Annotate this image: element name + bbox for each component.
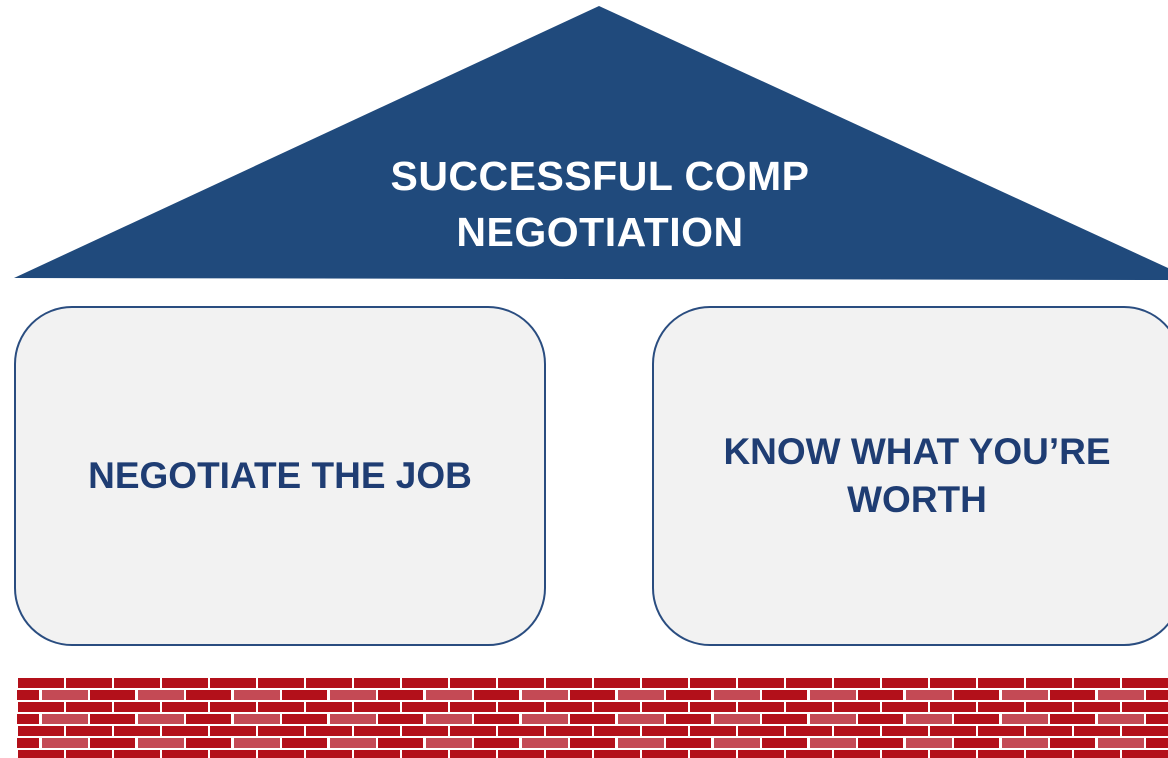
roof-title-line-2: NEGOTIATION [456, 209, 744, 255]
pillar-know-your-worth: KNOW WHAT YOU’RE WORTH [652, 306, 1168, 646]
pillar-label: NEGOTIATE THE JOB [88, 455, 472, 496]
pillar-label: KNOW WHAT YOU’RE WORTH [723, 431, 1111, 520]
pillar-negotiate-the-job: NEGOTIATE THE JOB [14, 306, 546, 646]
roof-shape [14, 6, 1168, 280]
roof-triangle [14, 6, 1168, 280]
brick-foundation [17, 677, 1168, 758]
roof-title-line-1: SUCCESSFUL COMP [390, 153, 810, 199]
roof-title: SUCCESSFUL COMP NEGOTIATION [300, 148, 900, 260]
brick-wall [17, 677, 1168, 758]
